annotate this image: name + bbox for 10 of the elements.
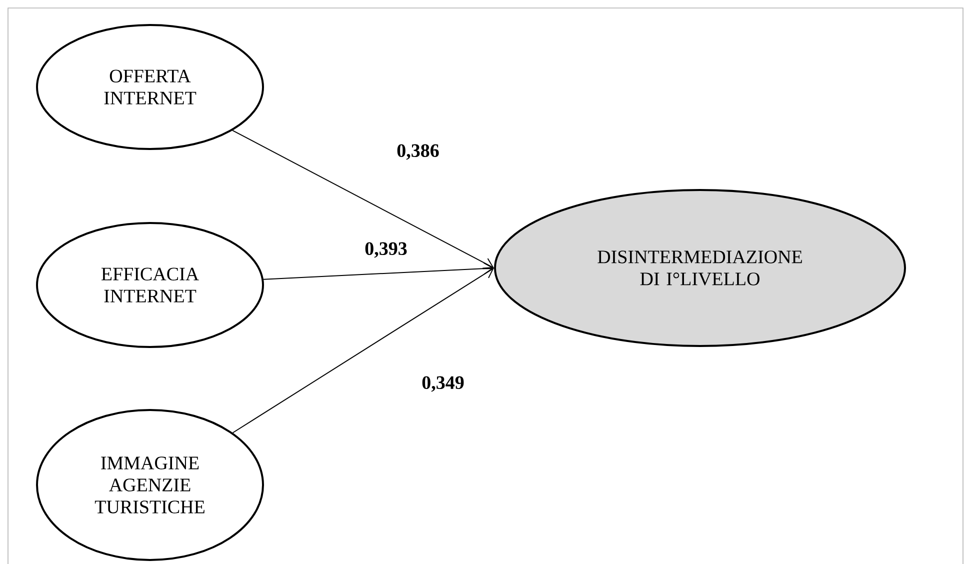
ellipse-node: EFFICACIA INTERNET	[36, 222, 264, 348]
arrow	[263, 262, 494, 280]
ellipse-node: IMMAGINE AGENZIE TURISTICHE	[36, 409, 264, 561]
arrow	[232, 268, 494, 434]
arrow	[232, 130, 494, 269]
ellipse-node: DISINTERMEDIAZIONE DI I°LIVELLO	[494, 189, 906, 347]
ellipse-node: OFFERTA INTERNET	[36, 24, 264, 150]
edge-label: 0,349	[420, 375, 466, 393]
edge-label: 0,386	[396, 143, 440, 161]
edge-label: 0,393	[364, 241, 408, 259]
